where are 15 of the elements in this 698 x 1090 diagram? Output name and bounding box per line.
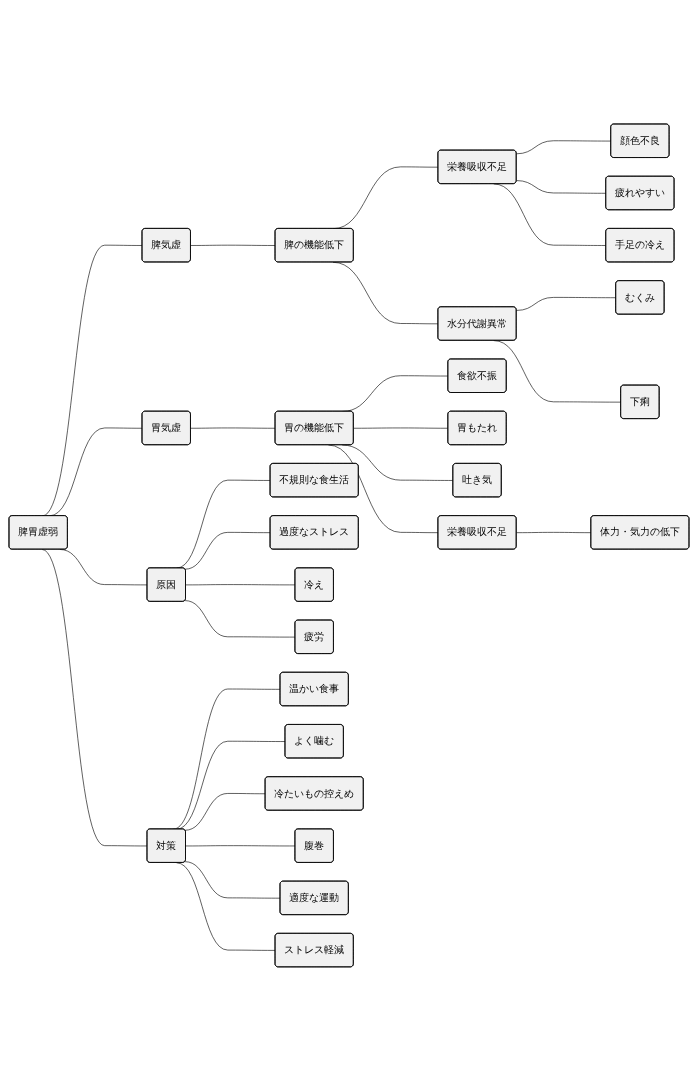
connector [190, 427, 276, 429]
connector [184, 860, 281, 899]
connector [41, 548, 148, 846]
connector [516, 179, 607, 194]
connector [185, 583, 296, 585]
connector [184, 531, 271, 570]
connector [516, 296, 617, 311]
connector [184, 599, 296, 637]
connector [516, 531, 592, 533]
connector [353, 427, 449, 429]
connector [184, 792, 266, 831]
connector [185, 844, 296, 846]
connector [190, 244, 276, 246]
connector [493, 339, 622, 403]
connector [516, 140, 612, 154]
